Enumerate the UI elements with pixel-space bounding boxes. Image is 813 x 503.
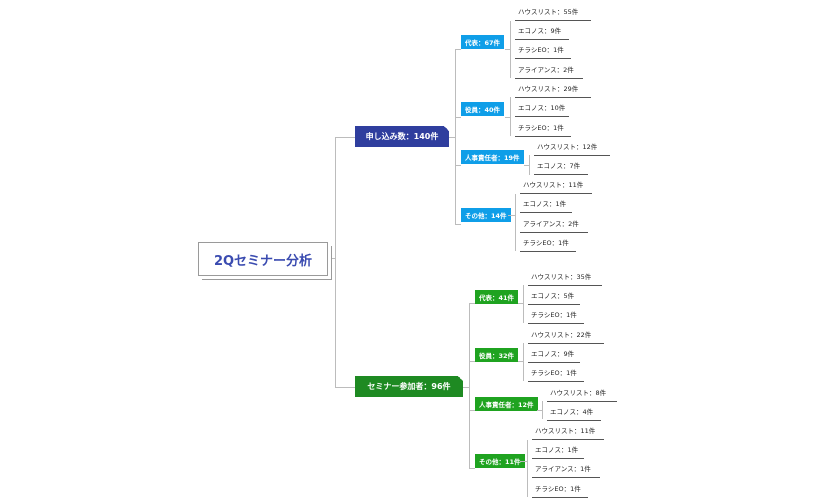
leaf[interactable]: エコノス：1件 xyxy=(520,200,572,213)
connector xyxy=(524,165,530,166)
node-label: 代表：67件 xyxy=(465,39,501,47)
leaf[interactable]: ハウスリスト：12件 xyxy=(534,143,610,156)
connector xyxy=(518,361,524,362)
connector xyxy=(326,258,336,259)
node-label: 人事責任者：12件 xyxy=(479,401,534,409)
connector xyxy=(523,285,524,323)
connector xyxy=(518,303,524,304)
connector xyxy=(515,194,516,251)
leaf[interactable]: エコノス：5件 xyxy=(528,292,580,305)
node-label: 役員：32件 xyxy=(479,352,515,360)
connector xyxy=(520,461,528,462)
connector xyxy=(455,49,456,224)
connector xyxy=(469,361,475,362)
leaf[interactable]: アライアンス：2件 xyxy=(520,220,588,233)
connector xyxy=(335,137,355,138)
connector xyxy=(469,410,475,411)
connector xyxy=(505,49,511,50)
leaf[interactable]: チラシEO：1件 xyxy=(520,239,576,252)
leaf[interactable]: チラシEO：1件 xyxy=(515,124,571,137)
connector xyxy=(527,440,528,497)
leaf[interactable]: エコノス：7件 xyxy=(534,162,588,175)
node-daihyo-apps[interactable]: 代表：67件 xyxy=(461,35,505,49)
node-jinji-apps[interactable]: 人事責任者：19件 xyxy=(461,150,524,164)
connector xyxy=(510,21,511,78)
leaf[interactable]: ハウスリスト：29件 xyxy=(515,85,591,98)
leaf[interactable]: チラシEO：1件 xyxy=(528,311,584,324)
connector xyxy=(449,137,456,138)
node-label: その他：11件 xyxy=(479,458,521,466)
leaf[interactable]: ハウスリスト：22件 xyxy=(528,331,604,344)
leaf[interactable]: エコノス：10件 xyxy=(515,104,569,117)
connector xyxy=(469,303,475,304)
node-jinji-attend[interactable]: 人事責任者：12件 xyxy=(475,397,538,411)
connector xyxy=(529,155,530,175)
connector xyxy=(335,137,336,387)
root-label: 2Qセミナー分析 xyxy=(213,253,313,269)
leaf[interactable]: エコノス：4件 xyxy=(547,408,601,421)
leaf[interactable]: ハウスリスト：11件 xyxy=(520,181,592,194)
node-yakuin-attend[interactable]: 役員：32件 xyxy=(475,348,519,362)
leaf[interactable]: エコノス：9件 xyxy=(528,350,580,363)
connector xyxy=(335,387,355,388)
branch-label: 申し込み数：140件 xyxy=(365,132,439,141)
leaf[interactable]: ハウスリスト：35件 xyxy=(528,273,602,286)
node-label: 代表：41件 xyxy=(479,294,515,302)
connector xyxy=(508,215,516,216)
leaf[interactable]: チラシEO：1件 xyxy=(532,485,588,498)
node-label: その他：14件 xyxy=(465,212,507,220)
leaf[interactable]: ハウスリスト：55件 xyxy=(515,8,591,21)
leaf[interactable]: チラシEO：1件 xyxy=(515,46,571,59)
node-other-apps[interactable]: その他：14件 xyxy=(461,208,511,222)
connector xyxy=(537,410,543,411)
leaf[interactable]: アライアンス：2件 xyxy=(515,66,583,79)
node-label: 人事責任者：19件 xyxy=(465,154,520,162)
leaf[interactable]: チラシEO：1件 xyxy=(528,369,584,382)
branch-attendees[interactable]: セミナー参加者：96件 xyxy=(355,376,463,397)
connector xyxy=(469,303,470,468)
leaf[interactable]: エコノス：1件 xyxy=(532,446,584,459)
fold-corner-icon xyxy=(458,376,463,381)
connector xyxy=(455,49,461,50)
leaf[interactable]: アライアンス：1件 xyxy=(532,465,600,478)
node-other-attend[interactable]: その他：11件 xyxy=(475,454,525,468)
fold-corner-icon xyxy=(444,126,449,131)
connector xyxy=(463,387,470,388)
connector xyxy=(455,224,461,225)
connector xyxy=(455,165,461,166)
node-label: 役員：40件 xyxy=(465,106,501,114)
leaf[interactable]: エコノス：9件 xyxy=(515,27,569,40)
connector xyxy=(455,117,461,118)
node-daihyo-attend[interactable]: 代表：41件 xyxy=(475,290,519,304)
connector xyxy=(469,468,475,469)
leaf[interactable]: ハウスリスト：11件 xyxy=(532,427,604,440)
connector xyxy=(510,97,511,136)
connector xyxy=(523,343,524,381)
connector xyxy=(542,401,543,419)
connector xyxy=(505,117,511,118)
node-yakuin-apps[interactable]: 役員：40件 xyxy=(461,102,505,116)
leaf[interactable]: ハウスリスト：8件 xyxy=(547,389,617,402)
branch-label: セミナー参加者：96件 xyxy=(367,382,451,391)
branch-applications[interactable]: 申し込み数：140件 xyxy=(355,126,449,147)
root-topic[interactable]: 2Qセミナー分析 xyxy=(198,242,328,276)
